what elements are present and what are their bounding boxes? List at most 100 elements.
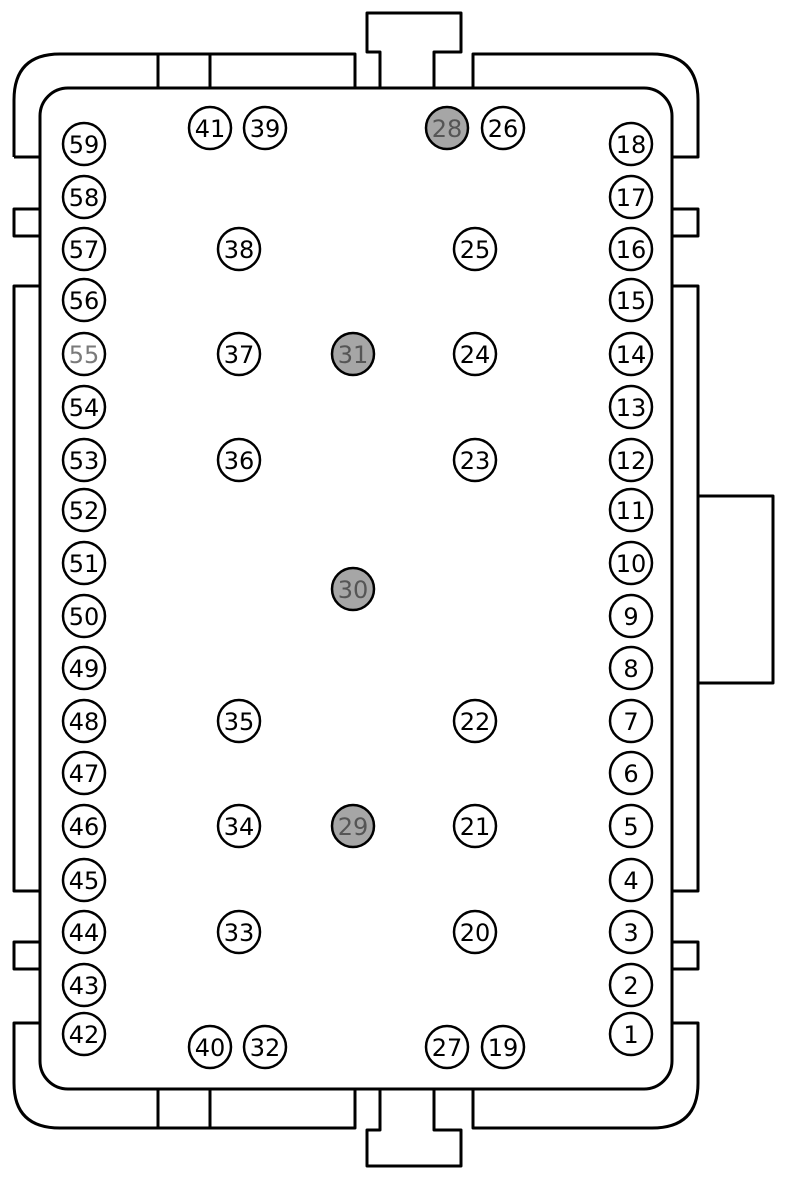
pin-number-label: 10 bbox=[616, 550, 647, 578]
housing-outer-upper-left bbox=[12, 52, 357, 157]
housing-top-latch bbox=[365, 11, 463, 88]
pin-number-label: 38 bbox=[224, 236, 255, 264]
pin-number-label: 50 bbox=[69, 603, 100, 631]
pin-number-label: 17 bbox=[616, 184, 647, 212]
pin-number-label: 29 bbox=[338, 813, 369, 841]
pin-circle bbox=[452, 698, 498, 744]
pin-circle bbox=[187, 105, 233, 151]
pin-circle bbox=[61, 698, 107, 744]
housing-left-tab bbox=[12, 207, 40, 238]
pin-32: 32 bbox=[242, 1024, 288, 1070]
housing-bottom-latch bbox=[365, 1089, 463, 1168]
pin-22: 22 bbox=[452, 698, 498, 744]
pin-circle bbox=[424, 1024, 470, 1070]
pin-circle bbox=[61, 750, 107, 796]
pin-25: 25 bbox=[452, 226, 498, 272]
pin-54: 54 bbox=[61, 384, 107, 430]
pin-number-label: 35 bbox=[224, 708, 255, 736]
pin-48: 48 bbox=[61, 698, 107, 744]
pin-circle bbox=[608, 909, 654, 955]
pin-number-label: 19 bbox=[488, 1034, 519, 1062]
pin-circle bbox=[61, 909, 107, 955]
pin-number-label: 41 bbox=[195, 115, 226, 143]
pin-circle bbox=[608, 593, 654, 639]
pin-number-label: 33 bbox=[224, 919, 255, 947]
pin-number-label: 26 bbox=[488, 115, 519, 143]
pin-2: 2 bbox=[608, 962, 654, 1008]
pin-number-label: 12 bbox=[616, 447, 647, 475]
pin-number-label: 54 bbox=[69, 394, 100, 422]
pin-number-label: 8 bbox=[623, 655, 638, 683]
pin-number-label: 53 bbox=[69, 447, 100, 475]
pin-circle bbox=[216, 698, 262, 744]
pin-circle bbox=[61, 857, 107, 903]
pin-number-label: 46 bbox=[69, 813, 100, 841]
pin-36: 36 bbox=[216, 437, 262, 483]
pin-9: 9 bbox=[608, 593, 654, 639]
pin-number-label: 52 bbox=[69, 497, 100, 525]
pin-number-label: 14 bbox=[616, 341, 647, 369]
pin-27: 27 bbox=[424, 1024, 470, 1070]
pin-8: 8 bbox=[608, 645, 654, 691]
housing-left-rail bbox=[12, 284, 40, 893]
pin-number-label: 7 bbox=[623, 708, 638, 736]
pin-14: 14 bbox=[608, 331, 654, 377]
pin-4: 4 bbox=[608, 857, 654, 903]
pin-circle bbox=[608, 277, 654, 323]
pin-39: 39 bbox=[242, 105, 288, 151]
pin-circle bbox=[480, 105, 526, 151]
pin-circle bbox=[61, 121, 107, 167]
pin-circle bbox=[61, 645, 107, 691]
pin-37: 37 bbox=[216, 331, 262, 377]
pin-number-label: 55 bbox=[69, 341, 100, 369]
pin-circle bbox=[61, 174, 107, 220]
housing-right-rail bbox=[672, 284, 700, 893]
pin-circle bbox=[61, 331, 107, 377]
pin-50: 50 bbox=[61, 593, 107, 639]
pin-56: 56 bbox=[61, 277, 107, 323]
pin-number-label: 2 bbox=[623, 972, 638, 1000]
pin-1: 1 bbox=[608, 1011, 654, 1057]
pin-circle bbox=[61, 437, 107, 483]
pin-21: 21 bbox=[452, 803, 498, 849]
pin-circle bbox=[480, 1024, 526, 1070]
housing-outer-lower-left bbox=[12, 1021, 357, 1130]
pin-circle bbox=[216, 803, 262, 849]
pin-18: 18 bbox=[608, 121, 654, 167]
pin-38: 38 bbox=[216, 226, 262, 272]
pin-59: 59 bbox=[61, 121, 107, 167]
pin-26: 26 bbox=[480, 105, 526, 151]
pin-number-label: 30 bbox=[338, 576, 369, 604]
housing-outer-upper-right bbox=[471, 52, 700, 159]
pin-28: 28 bbox=[424, 105, 470, 151]
pin-circle bbox=[608, 750, 654, 796]
pin-24: 24 bbox=[452, 331, 498, 377]
pin-10: 10 bbox=[608, 540, 654, 586]
pin-number-label: 22 bbox=[460, 708, 491, 736]
pin-circle bbox=[242, 105, 288, 151]
pin-circle bbox=[61, 487, 107, 533]
pin-number-label: 40 bbox=[195, 1034, 226, 1062]
pin-number-label: 16 bbox=[616, 236, 647, 264]
pin-circle bbox=[330, 803, 376, 849]
pin-number-label: 57 bbox=[69, 236, 100, 264]
pin-55: 55 bbox=[61, 331, 107, 377]
pin-circle bbox=[61, 226, 107, 272]
pin-number-label: 51 bbox=[69, 550, 100, 578]
pin-circle bbox=[608, 487, 654, 533]
pin-circle bbox=[452, 331, 498, 377]
pin-circle bbox=[608, 174, 654, 220]
pin-number-label: 5 bbox=[623, 813, 638, 841]
pin-circle bbox=[61, 803, 107, 849]
pin-44: 44 bbox=[61, 909, 107, 955]
pin-number-label: 31 bbox=[338, 341, 369, 369]
pin-15: 15 bbox=[608, 277, 654, 323]
pin-circle bbox=[608, 437, 654, 483]
pin-number-label: 11 bbox=[616, 497, 647, 525]
pin-circle bbox=[216, 331, 262, 377]
pin-6: 6 bbox=[608, 750, 654, 796]
pin-33: 33 bbox=[216, 909, 262, 955]
pin-circle bbox=[608, 384, 654, 430]
pin-3: 3 bbox=[608, 909, 654, 955]
